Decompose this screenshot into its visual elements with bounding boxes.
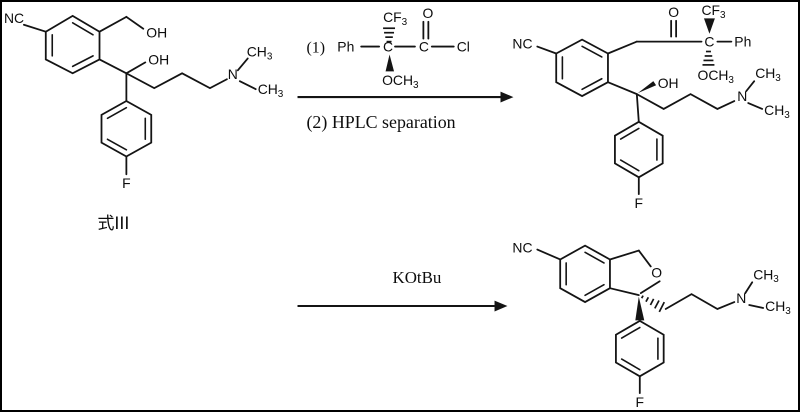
n-methyl-upper-label: CH3 [247,43,273,62]
quaternary-carbon-bonds [98,58,147,102]
fluoro-label: F [635,195,644,211]
wedge-bond-aryl [635,296,645,321]
reaction-step-2: KOtBu [297,268,508,312]
amine-n-label: N [736,290,746,306]
reaction-step-1: (1) Ph C CF3 C O Cl OCH3 (2) HPLC separa… [297,5,514,133]
benzo-ring [559,244,611,304]
benzonitrile-ring [555,38,609,98]
carbonyl-o-label: O [668,4,679,20]
structure-mosher-ester: NC O C CF3 Ph OCH3 OH N CH3 CH3 [512,2,790,211]
n-methyl-lower-label: CH3 [765,298,791,317]
fluorophenyl-ring [614,120,664,196]
amine-n-label: N [737,88,747,104]
fluoro-label: F [122,175,131,191]
tertiary-oh-label: OH [658,75,679,91]
stereocenter-c-label: C [704,34,714,50]
propylamine-chain [635,80,764,110]
carbonyl-c-label: C [419,39,429,55]
benzonitrile-ring [44,14,101,75]
nitrile-label: NC [512,240,532,256]
hashed-bond-methoxy [702,50,715,66]
hydroxymethyl-oh-label: OH [146,25,167,41]
carbonyl-o-label: O [422,5,433,21]
ring-o-label: O [651,264,662,280]
wedge-bond-oh [637,81,657,94]
n-methyl-lower-label: CH3 [764,102,790,121]
nitrile-bond [536,248,562,261]
trifluoromethyl-label: CF3 [701,2,726,21]
phenyl-label: Ph [337,39,354,55]
structure-formula-iii: NC OH OH N CH3 CH3 F 式III [4,10,284,233]
hashed-bond-chain [640,295,666,313]
fluorophenyl-ring [100,100,153,176]
reaction-arrow-1-head [500,91,514,103]
n-methyl-upper-label: CH3 [755,65,781,84]
kotbu-label: KOtBu [392,268,441,287]
step2-hplc-label: (2) HPLC separation [306,112,455,133]
nitrile-label: NC [4,10,24,26]
formula-iii-caption: 式III [98,213,130,233]
amine-n-label: N [228,66,238,82]
wedge-bond-cf3 [703,18,715,34]
carbonyl-double-bond [422,20,430,40]
n-methyl-upper-label: CH3 [753,266,779,285]
stereocenter-c-label: C [383,39,393,55]
trifluoromethyl-label: CF3 [383,9,408,28]
fluoro-label: F [636,394,645,410]
structure-escitalopram: NC O N CH3 CH3 F [512,240,791,410]
n-methyl-lower-label: CH3 [258,81,284,100]
nitrile-bond [536,45,558,55]
reaction-arrow-2-head [494,300,508,312]
propylamine-chain [125,57,257,91]
nitrile-label: NC [512,36,532,52]
nitrile-bond [22,23,47,33]
methoxy-label: OCH3 [698,67,735,86]
methoxy-label: OCH3 [382,72,419,91]
phenyl-label: Ph [734,34,751,50]
step1-number: (1) [306,40,325,57]
chloride-label: Cl [457,39,470,55]
fluorophenyl-ring [615,319,665,395]
tertiary-oh-label: OH [148,51,169,67]
hashed-bond-cf3 [383,27,396,43]
hydroxymethyl-group [98,15,145,33]
ester-arm [607,19,703,55]
propylamine-chain [664,281,765,310]
dihydrofuran-ring [609,249,661,297]
wedge-bond-methoxy [385,54,395,72]
